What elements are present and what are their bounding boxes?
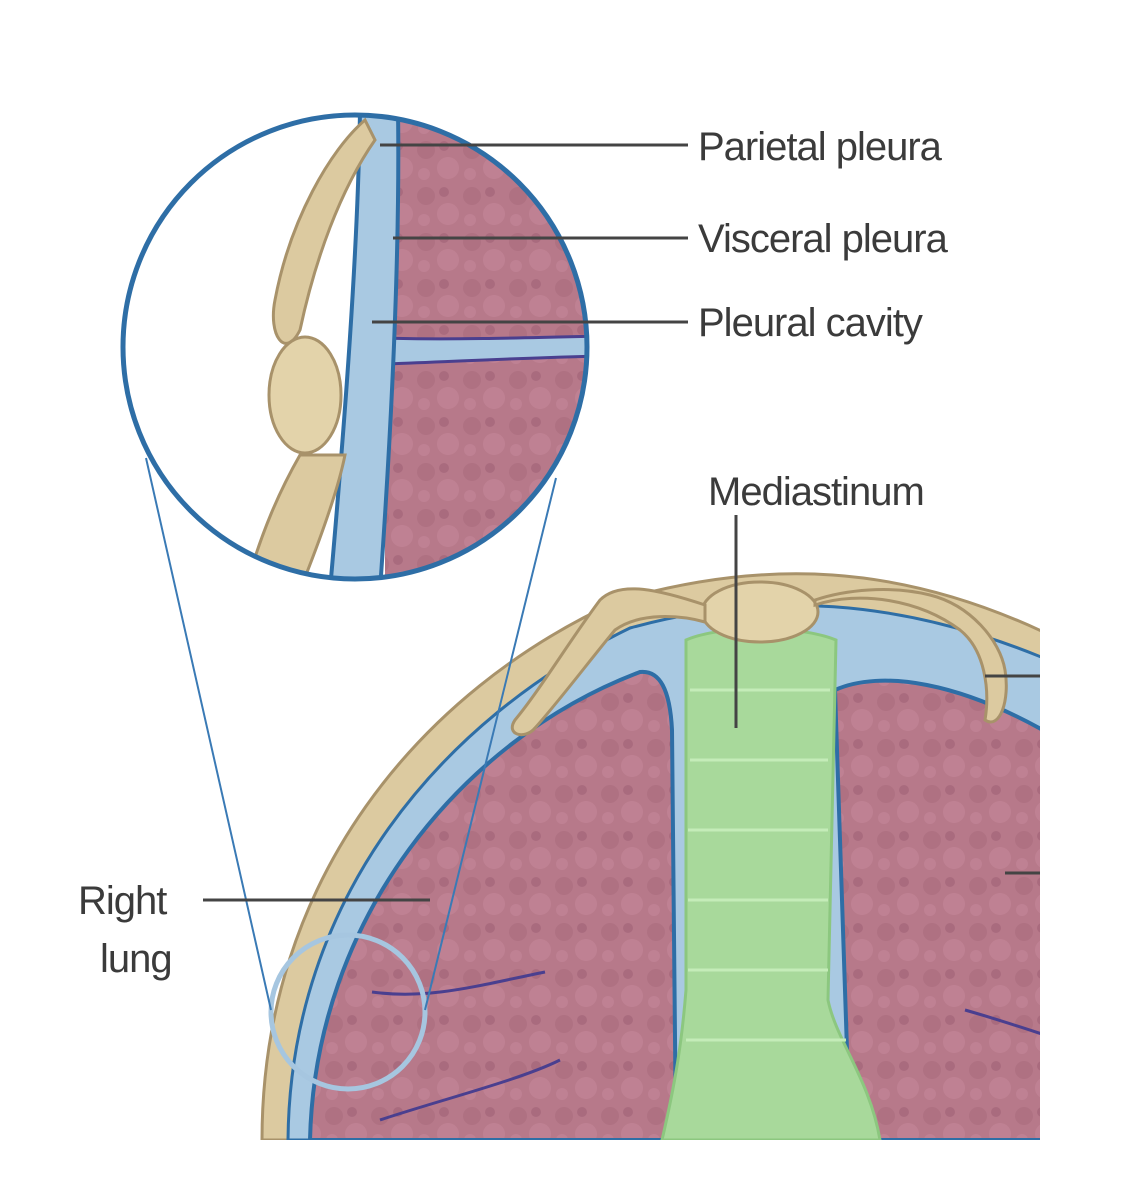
rib-left-head [511,587,707,737]
leader-lines [203,143,1040,902]
label-right-lung-line1: Right [78,879,167,923]
vertebra [700,580,820,644]
rib-right-head [813,588,1008,724]
label-parietal-pleura: Parietal pleura [698,125,943,169]
lung-fissures [371,970,1040,1122]
zoom-source-circle [268,932,428,1092]
inset-rib-cross-section [267,335,343,455]
thorax-section [260,572,1040,1140]
zoom-connectors [145,457,557,1011]
label-mediastinum: Mediastinum [708,470,924,514]
left-lung [832,678,1040,1140]
inset-rib [271,117,377,345]
mediastinum-bands [686,688,846,1042]
label-visceral-pleura: Visceral pleura [698,217,949,261]
magnified-inset [120,112,590,582]
label-pleural-cavity: Pleural cavity [698,301,923,345]
label-right-lung-line2: lung [100,937,172,981]
